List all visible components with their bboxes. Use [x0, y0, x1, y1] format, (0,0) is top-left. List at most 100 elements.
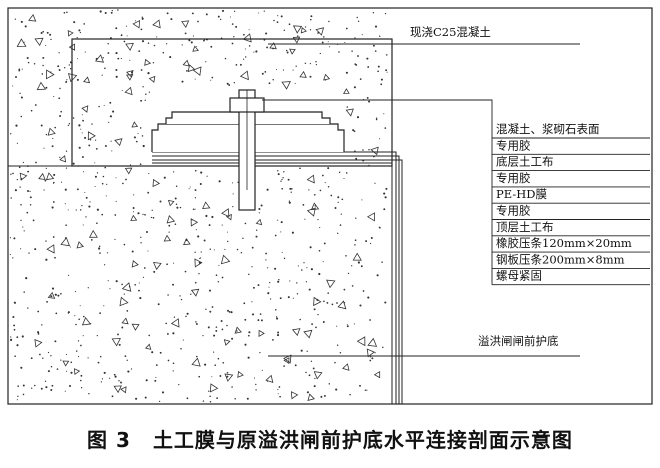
speckle-dot [172, 370, 174, 372]
speckle-dot [125, 25, 127, 27]
aggregate-stone [345, 108, 354, 117]
speckle-dot [257, 319, 260, 322]
speckle-dot [277, 389, 279, 391]
speckle-dot [243, 302, 246, 305]
speckle-dot [23, 230, 25, 232]
aggregate-stone [291, 328, 301, 337]
speckle-dot [94, 175, 97, 178]
aggregate-stone [192, 66, 202, 76]
label-concrete-c25: 现浇C25混凝土 [410, 25, 491, 39]
aggregate-stone [76, 241, 85, 249]
speckle-dot [289, 280, 291, 282]
speckle-dot [281, 178, 283, 181]
speckle-dot [253, 51, 255, 53]
speckle-dot [320, 395, 323, 398]
speckle-dot [258, 12, 260, 14]
speckle-dot [60, 359, 62, 361]
aggregate-stone [83, 76, 91, 84]
speckle-dot [275, 316, 278, 318]
speckle-dot [152, 216, 155, 219]
speckle-dot [186, 312, 189, 315]
speckle-dot [233, 36, 235, 38]
speckle-dot [77, 340, 80, 342]
speckle-dot [266, 46, 269, 49]
speckle-dot [205, 13, 208, 16]
speckle-dot [368, 100, 371, 103]
speckle-dot [198, 257, 201, 259]
speckle-dot [75, 350, 78, 352]
aggregate-stone [34, 37, 44, 47]
speckle-dot [345, 255, 347, 257]
speckle-dot [231, 42, 234, 45]
speckle-dot [31, 387, 33, 389]
speckle-dot [282, 177, 284, 179]
speckle-dot [248, 29, 250, 31]
speckle-dot [65, 81, 68, 83]
speckle-dot [361, 34, 363, 36]
speckle-dot [195, 229, 197, 231]
speckle-dot [323, 394, 326, 397]
speckle-dot [82, 171, 85, 173]
speckle-dot [59, 87, 61, 90]
speckle-dot [244, 343, 247, 346]
speckle-dot [47, 351, 50, 354]
speckle-dot [242, 237, 244, 240]
speckle-dot [65, 167, 68, 169]
speckle-dot [285, 49, 288, 52]
speckle-dot [32, 219, 35, 222]
speckle-dot [120, 57, 122, 60]
speckle-dot [46, 300, 49, 303]
aggregate-stone [144, 58, 152, 66]
speckle-dot [310, 15, 313, 18]
speckle-dot [14, 189, 17, 192]
speckle-dot [135, 140, 138, 143]
speckle-dot [106, 252, 109, 254]
speckle-dot [317, 219, 319, 221]
layer-label: 专用胶 [496, 138, 531, 152]
speckle-dot [234, 397, 236, 400]
aggregate-stone [131, 121, 139, 128]
aggregate-stone [194, 258, 203, 268]
speckle-dot [101, 182, 104, 185]
speckle-dot [114, 375, 117, 378]
speckle-dot [20, 366, 23, 369]
speckle-dot [194, 197, 197, 199]
aggregate-stone [67, 30, 74, 37]
speckle-dot [319, 227, 321, 229]
speckle-dot [76, 78, 79, 81]
speckle-dot [338, 51, 340, 53]
speckle-dot [121, 326, 124, 329]
speckle-dot [278, 386, 281, 388]
speckle-dot [13, 324, 16, 327]
speckle-dot [135, 397, 138, 400]
speckle-dot [296, 282, 298, 284]
speckle-dot [161, 391, 165, 394]
speckle-dot [312, 367, 315, 370]
speckle-dot [280, 231, 282, 233]
speckle-dot [345, 71, 348, 74]
aggregate-stone [307, 393, 315, 401]
speckle-dot [178, 383, 180, 386]
speckle-dot [204, 363, 207, 366]
speckle-dot [209, 395, 211, 397]
speckle-dot [51, 206, 54, 209]
aggregate-stone [73, 368, 81, 376]
aggregate-stone [187, 64, 196, 73]
speckle-dot [60, 181, 63, 183]
speckle-dot [99, 10, 102, 13]
speckle-dot [196, 46, 198, 47]
speckle-dot [34, 384, 36, 387]
aggregate-stone [125, 74, 134, 81]
speckle-dot [385, 54, 388, 56]
speckle-dot [87, 287, 89, 289]
speckle-dot [366, 389, 368, 391]
speckle-dot [84, 136, 87, 139]
aggregate-stone [45, 69, 55, 80]
speckle-dot [59, 156, 61, 159]
speckle-dot [275, 309, 277, 311]
speckle-dot [45, 386, 48, 389]
speckle-dot [19, 186, 21, 188]
speckle-dot [174, 223, 177, 225]
speckle-dot [98, 247, 101, 250]
aggregate-stone [190, 288, 200, 297]
